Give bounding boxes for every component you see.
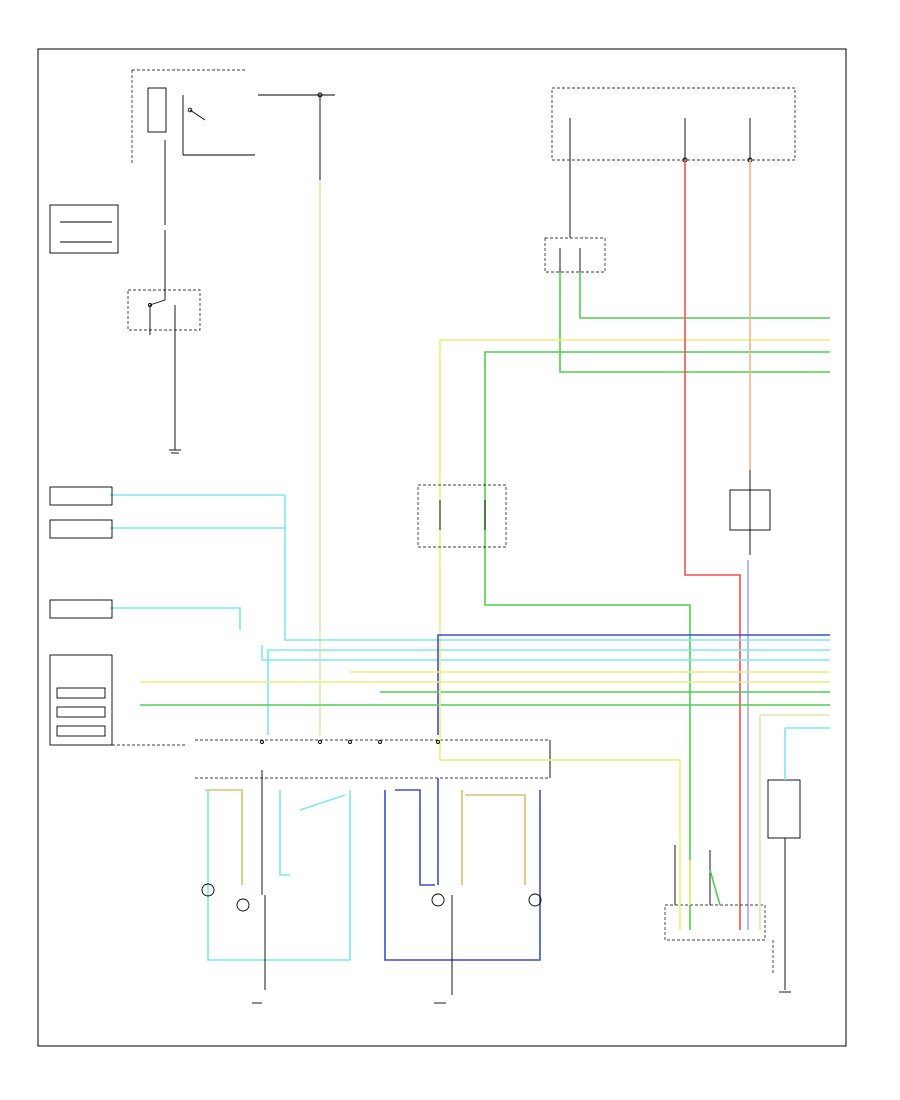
left-lamp-group xyxy=(201,770,351,1004)
right-lamp-group xyxy=(384,778,542,1004)
bulb-icon xyxy=(236,898,250,912)
wire-cyan-1 xyxy=(110,494,830,641)
transmission-control-module xyxy=(49,599,113,619)
wire-blue-bus xyxy=(437,634,830,735)
connector-icon xyxy=(378,740,382,744)
ground-upper-left xyxy=(169,440,181,454)
wire-cyan-5 xyxy=(267,649,830,735)
wire-yellow-1 xyxy=(439,339,830,645)
small-connectors xyxy=(260,740,440,744)
diagram-frame xyxy=(37,48,847,1047)
connector-icon xyxy=(318,740,322,744)
lower-junction-block xyxy=(195,739,551,779)
body-control-module xyxy=(49,486,113,506)
engine-control-module xyxy=(49,519,113,539)
connector-icon xyxy=(260,740,264,744)
trailer-connector-upper xyxy=(729,470,771,555)
wire-cyan-3 xyxy=(110,607,241,630)
fuse-block-top-right xyxy=(551,87,796,163)
wire-green-1 xyxy=(579,272,830,319)
switch-icon xyxy=(187,107,193,113)
wire-red xyxy=(684,160,741,930)
hazard-relay xyxy=(544,160,606,273)
connector-icon xyxy=(436,740,440,744)
top-feed xyxy=(258,92,335,180)
bulb-icon xyxy=(201,883,215,897)
wire-cyan-4 xyxy=(261,645,830,661)
brake-switch-connector xyxy=(49,204,119,254)
instrument-panel-cluster xyxy=(49,654,185,746)
stop-lamp-switch xyxy=(127,289,201,335)
trailer-harness-lower xyxy=(439,645,766,941)
upper-left-switch-block xyxy=(131,69,255,440)
wire-green-2 xyxy=(559,272,830,373)
trailer-connector-right xyxy=(767,728,801,993)
connector-icon xyxy=(348,740,352,744)
bulb-icon xyxy=(431,893,445,907)
bulb-icon xyxy=(528,893,542,907)
wire-green-3 xyxy=(484,351,830,930)
combination-switch-center xyxy=(417,484,507,548)
